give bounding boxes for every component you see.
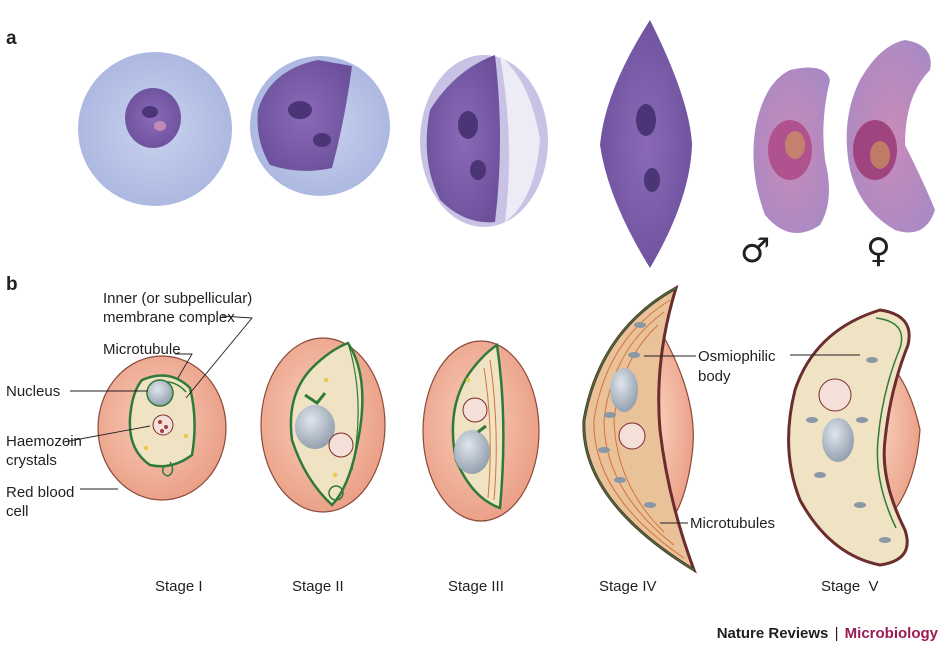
label-imc-line1: Inner (or subpellicular) xyxy=(103,290,252,307)
credit-journal: Microbiology xyxy=(844,625,938,642)
female-symbol: ♀ xyxy=(866,231,891,271)
publisher-credit: Nature Reviews | Microbiology xyxy=(717,625,938,642)
label-rbc-line2: cell xyxy=(6,503,29,520)
diagram-stage-1 xyxy=(97,355,227,501)
credit-separator: | xyxy=(834,625,839,642)
label-nucleus: Nucleus xyxy=(6,383,60,400)
micrograph-stage-2 xyxy=(250,56,390,196)
micrograph-stage-1 xyxy=(78,52,232,206)
label-haemozoin-line1: Haemozoin xyxy=(6,433,82,450)
diagram-stage-4 xyxy=(582,284,697,574)
label-rbc-line1: Red blood xyxy=(6,484,74,501)
leader-lines xyxy=(63,315,860,524)
stage-label-4: Stage IV xyxy=(599,578,657,595)
stage-label-5: Stage V xyxy=(821,578,879,595)
stage-label-3: Stage III xyxy=(448,578,504,595)
micrograph-stage-3 xyxy=(420,55,548,227)
label-osmio-line2: body xyxy=(698,368,731,385)
label-osmio-line1: Osmiophilic xyxy=(698,348,776,365)
micrograph-stage-4 xyxy=(600,20,692,268)
diagram-stage-2 xyxy=(260,337,386,513)
label-microtubule: Microtubule xyxy=(103,341,181,358)
micrograph-male-gametocyte xyxy=(753,67,830,234)
male-symbol: ♂ xyxy=(740,231,770,271)
label-microtubules: Microtubules xyxy=(690,515,775,532)
label-haemozoin-line2: crystals xyxy=(6,452,57,469)
panel-letter-a: a xyxy=(6,28,17,49)
label-imc-line2: membrane complex xyxy=(103,309,235,326)
stage-label-2: Stage II xyxy=(292,578,344,595)
diagram-stage-3 xyxy=(422,340,540,522)
credit-publisher: Nature Reviews xyxy=(716,625,829,642)
micrograph-female-gametocyte xyxy=(846,40,935,233)
diagram-stage-5 xyxy=(787,308,921,567)
stage-label-1: Stage I xyxy=(155,578,203,595)
panel-letter-b: b xyxy=(6,274,18,295)
